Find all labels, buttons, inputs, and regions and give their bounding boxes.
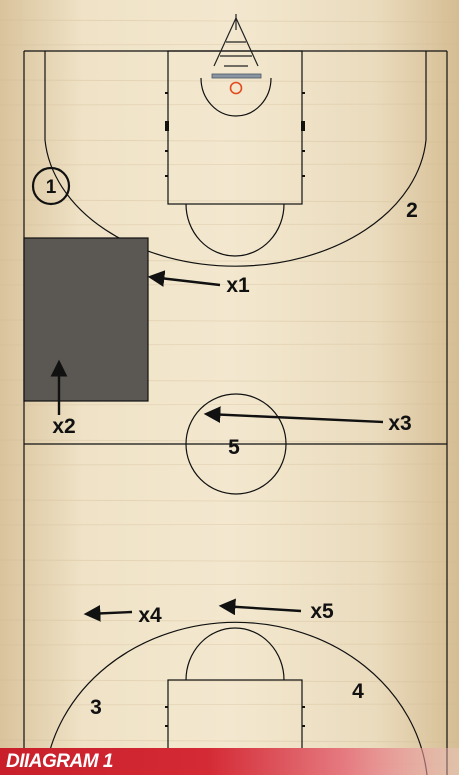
center-circle (185, 393, 287, 495)
x3-label: x3 (388, 412, 411, 435)
rim-icon (229, 81, 243, 95)
player-1-label: 1 (46, 177, 57, 198)
lane-hash-marks (165, 92, 305, 177)
bottom-three-point-line (44, 621, 428, 775)
player-2-label: 2 (406, 199, 418, 222)
bottom-lane-hash-marks (165, 706, 305, 727)
player-1-circle (31, 166, 71, 206)
x5-label: x5 (310, 600, 334, 623)
x3-arrow (203, 406, 384, 424)
x1-arrow (147, 270, 221, 287)
player-3-label: 3 (90, 696, 102, 719)
bottom-lane (167, 627, 303, 775)
top-three-point-line (44, 51, 427, 267)
diagram-caption: DIIAGRAM 1 (6, 750, 113, 772)
shaded-zone (23, 237, 149, 402)
x1-label: x1 (226, 274, 250, 297)
x5-arrow (218, 598, 302, 616)
x4-label: x4 (138, 604, 162, 627)
backboard (211, 73, 262, 79)
basket-support-icon (213, 14, 259, 67)
x2-label: x2 (52, 415, 75, 438)
x4-arrow (83, 605, 133, 622)
player-5-label: 5 (228, 436, 240, 459)
diagram-caption-banner: DIIAGRAM 1 (0, 748, 459, 775)
player-4-label: 4 (352, 680, 364, 703)
